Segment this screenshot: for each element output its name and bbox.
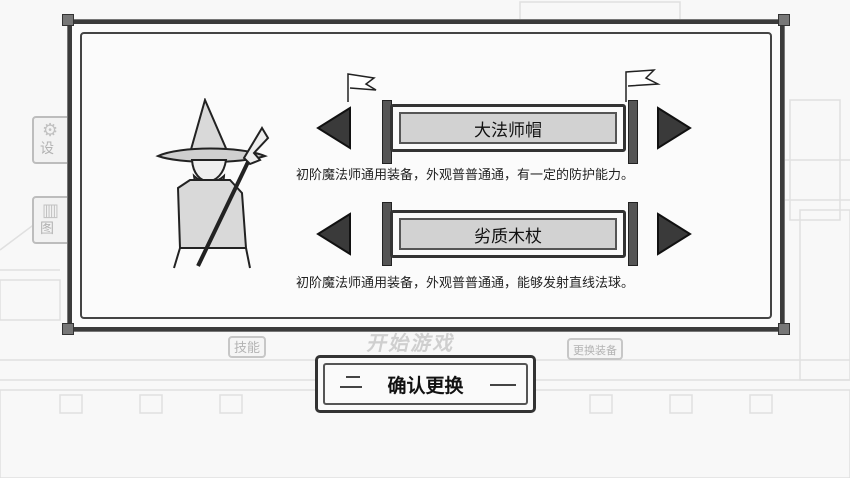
slot-1-name: 大法师帽 bbox=[399, 112, 617, 144]
decor-dash bbox=[340, 386, 362, 388]
slot-1-name-plate: 大法师帽 bbox=[390, 104, 626, 152]
equipment-panel bbox=[68, 20, 784, 331]
flag-icon bbox=[625, 69, 661, 102]
wizard-portrait bbox=[155, 98, 270, 269]
gear-icon: ⚙ bbox=[42, 120, 59, 141]
slot-1-prev-button[interactable] bbox=[316, 106, 352, 150]
slot-2-name: 劣质木杖 bbox=[399, 218, 617, 250]
equipment-panel-inner bbox=[80, 32, 772, 319]
flag-icon bbox=[347, 73, 377, 102]
panel-corner bbox=[62, 14, 74, 26]
change-equipment-button[interactable]: 更换装备 bbox=[567, 338, 623, 360]
slot-1-next-button[interactable] bbox=[656, 106, 692, 150]
decor-dash bbox=[490, 384, 516, 386]
slot-post bbox=[628, 100, 638, 164]
skills-button[interactable]: 技能 bbox=[228, 336, 267, 358]
panel-corner bbox=[778, 323, 790, 335]
slot-2-name-plate: 劣质木杖 bbox=[390, 210, 626, 258]
book-icon: ▥ bbox=[42, 200, 60, 221]
panel-corner bbox=[62, 323, 74, 335]
slot-1-description: 初阶魔法师通用装备，外观普普通通，有一定的防护能力。 bbox=[296, 168, 635, 183]
slot-2-prev-button[interactable] bbox=[316, 212, 352, 256]
slot-2-next-button[interactable] bbox=[656, 212, 692, 256]
confirm-change-label: 确认更换 bbox=[323, 363, 528, 405]
panel-corner bbox=[778, 14, 790, 26]
decor-dash bbox=[346, 376, 360, 378]
slot-post bbox=[628, 202, 638, 266]
slot-2-description: 初阶魔法师通用装备，外观普普通通，能够发射直线法球。 bbox=[296, 276, 635, 291]
